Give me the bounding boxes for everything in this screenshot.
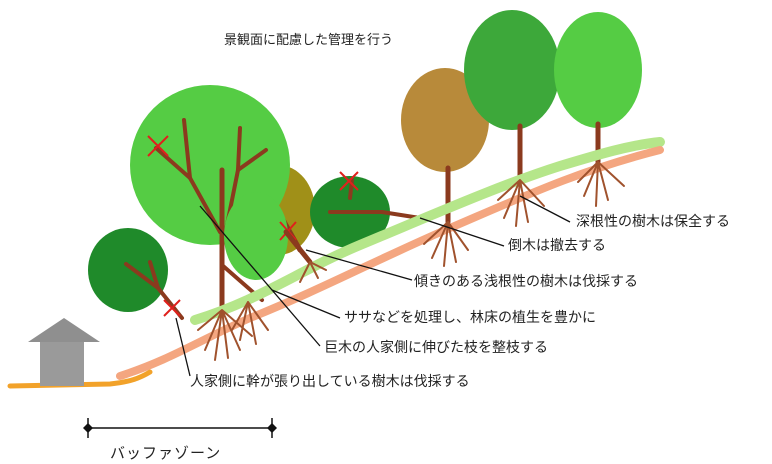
tree-deep-root-dark: [464, 10, 560, 183]
tree-small-light: [224, 192, 288, 280]
buffer-zone-label: バッファゾーン: [110, 444, 221, 462]
label-fallen: 倒木は撤去する: [508, 238, 606, 254]
tree-roots: [197, 161, 625, 361]
tree-fallen-area: [310, 171, 422, 248]
house-icon: [28, 318, 100, 386]
buffer-zone-indicator: [83, 418, 277, 438]
tree-deep-root-light: [554, 12, 642, 165]
label-sasa: ササなどを処理し、林床の植生を豊かに: [344, 310, 596, 326]
diagram-title: 景観面に配慮した管理を行う: [224, 33, 393, 48]
leader-lines: [175, 195, 571, 377]
label-giant: 巨木の人家側に伸びた枝を整枝する: [324, 339, 548, 356]
label-deep-root: 深根性の樹木は保全する: [576, 213, 730, 230]
label-leaning: 傾きのある浅根性の樹木は伐採する: [414, 274, 638, 290]
tree-house-side: [88, 228, 184, 320]
label-house-side: 人家側に幹が張り出している樹木は伐採する: [190, 373, 470, 390]
ground-slope: [7, 137, 665, 389]
